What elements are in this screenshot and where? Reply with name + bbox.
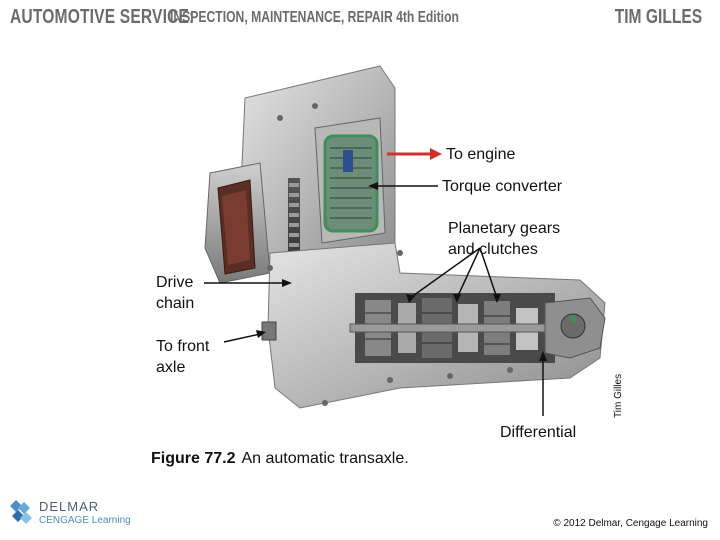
callout-to-engine: To engine xyxy=(446,146,516,163)
logo-delmar: DELMAR xyxy=(39,499,100,514)
slide-header: AUTOMOTIVE SERVICE: INSPECTION, MAINTENA… xyxy=(0,0,720,34)
figure-caption-text: An automatic transaxle. xyxy=(241,450,409,467)
photo-credit: Tim Gilles xyxy=(613,373,624,418)
front-axle-shape xyxy=(261,321,277,341)
callout-differential: Differential xyxy=(500,424,577,441)
logo-cengage: CENGAGE Learning xyxy=(39,515,131,526)
figure-number: Figure 77.2 xyxy=(151,450,236,467)
publisher-logo: DELMAR CENGAGE Learning xyxy=(10,496,140,530)
callout-leaders xyxy=(204,148,547,416)
delmar-logo-icon xyxy=(10,500,32,524)
transaxle-illustration xyxy=(204,65,606,416)
callout-clutches: and clutches xyxy=(448,241,538,258)
callout-torque-converter: Torque converter xyxy=(442,178,563,195)
book-author: TIM GILLES xyxy=(614,6,702,28)
to-engine-arrow-icon xyxy=(430,148,442,160)
callout-to-front: To front xyxy=(156,338,210,355)
book-title: AUTOMOTIVE SERVICE: xyxy=(10,6,195,28)
figure-caption: Figure 77.2 An automatic transaxle. xyxy=(151,450,409,468)
transaxle-figure: To engine Torque converter Planetary gea… xyxy=(150,58,610,441)
callout-axle: axle xyxy=(156,359,186,376)
planetary-gear-shape xyxy=(349,293,591,363)
book-subtitle: INSPECTION, MAINTENANCE, REPAIR 4th Edit… xyxy=(170,9,459,26)
transaxle-case xyxy=(204,65,606,409)
callout-planetary-gears: Planetary gears xyxy=(448,220,561,237)
callout-chain: chain xyxy=(156,295,195,312)
copyright-notice: © 2012 Delmar, Cengage Learning xyxy=(553,518,708,529)
callout-drive: Drive xyxy=(156,274,194,291)
